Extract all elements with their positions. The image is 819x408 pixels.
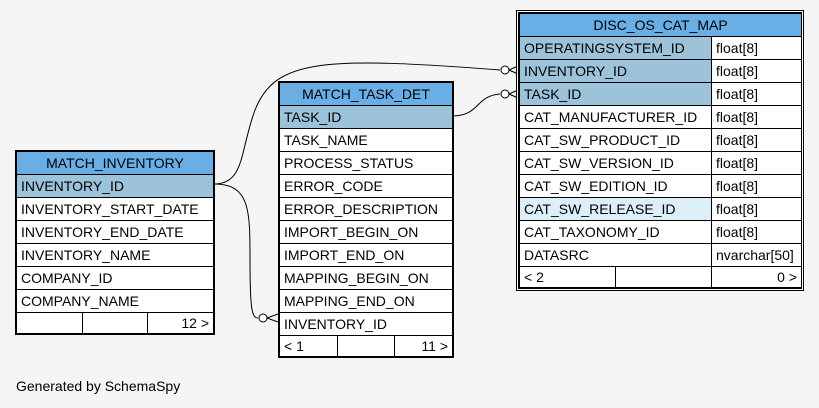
- column-name[interactable]: OPERATINGSYSTEM_ID: [519, 36, 712, 60]
- column-name[interactable]: CAT_SW_EDITION_ID: [519, 174, 712, 198]
- column-type: float[8]: [711, 128, 802, 152]
- table-title[interactable]: DISC_OS_CAT_MAP: [519, 13, 802, 37]
- footer-middle: [81, 312, 149, 334]
- relation-end-circle: [258, 313, 268, 323]
- column-type: float[8]: [711, 151, 802, 175]
- column-row[interactable]: MAPPING_BEGIN_ON: [279, 266, 453, 290]
- column-row[interactable]: COMPANY_ID: [16, 266, 214, 290]
- column-type: float[8]: [711, 105, 802, 129]
- footer-parents[interactable]: < 2: [519, 266, 616, 288]
- column-name[interactable]: CAT_TAXONOMY_ID: [519, 220, 712, 244]
- footer-middle: [336, 335, 396, 357]
- footer-children[interactable]: 0 >: [711, 266, 802, 288]
- column-row[interactable]: IMPORT_BEGIN_ON: [279, 220, 453, 244]
- column-row[interactable]: PROCESS_STATUS: [279, 151, 453, 175]
- column-row[interactable]: ERROR_DESCRIPTION: [279, 197, 453, 221]
- relation-inventory-to-disc: [213, 62, 501, 185]
- column-name[interactable]: CAT_MANUFACTURER_ID: [519, 105, 712, 129]
- table-title[interactable]: MATCH_TASK_DET: [279, 82, 453, 106]
- footer-children[interactable]: 11 >: [394, 335, 453, 357]
- footer-parents[interactable]: < 1: [279, 335, 338, 357]
- column-type: float[8]: [711, 36, 802, 60]
- table-title[interactable]: MATCH_INVENTORY: [16, 151, 214, 175]
- column-type: float[8]: [711, 220, 802, 244]
- column-row[interactable]: ERROR_CODE: [279, 174, 453, 198]
- column-name[interactable]: TASK_ID: [519, 82, 712, 106]
- relation-end-circle: [500, 65, 510, 75]
- table-match-task-det[interactable]: MATCH_TASK_DET TASK_ID TASK_NAME PROCESS…: [278, 81, 454, 358]
- column-name[interactable]: CAT_SW_VERSION_ID: [519, 151, 712, 175]
- relation-task-to-disc: [451, 93, 501, 117]
- column-type: float[8]: [711, 59, 802, 83]
- column-type: float[8]: [711, 197, 802, 221]
- column-name[interactable]: CAT_SW_RELEASE_ID: [519, 197, 712, 221]
- column-row[interactable]: INVENTORY_ID: [16, 174, 214, 198]
- column-row[interactable]: MAPPING_END_ON: [279, 289, 453, 313]
- footer-children[interactable]: 12 >: [147, 312, 214, 334]
- column-name[interactable]: INVENTORY_ID: [519, 59, 712, 83]
- column-type: float[8]: [711, 174, 802, 198]
- column-row[interactable]: INVENTORY_ID: [279, 312, 453, 336]
- column-row[interactable]: INVENTORY_NAME: [16, 243, 214, 267]
- column-row[interactable]: COMPANY_NAME: [16, 289, 214, 313]
- column-name[interactable]: CAT_SW_PRODUCT_ID: [519, 128, 712, 152]
- generated-by-label: Generated by SchemaSpy: [16, 378, 181, 394]
- footer-parents[interactable]: [16, 312, 83, 334]
- relation-inventory-to-task: [213, 183, 259, 319]
- relation-end-circle: [500, 89, 510, 99]
- column-row[interactable]: TASK_NAME: [279, 128, 453, 152]
- column-row[interactable]: TASK_ID: [279, 105, 453, 129]
- table-match-inventory[interactable]: MATCH_INVENTORY INVENTORY_ID INVENTORY_S…: [15, 150, 215, 335]
- column-type: float[8]: [711, 82, 802, 106]
- column-name[interactable]: DATASRC: [519, 243, 712, 267]
- column-row[interactable]: IMPORT_END_ON: [279, 243, 453, 267]
- footer-middle: [615, 266, 712, 288]
- column-row[interactable]: INVENTORY_START_DATE: [16, 197, 214, 221]
- column-row[interactable]: INVENTORY_END_DATE: [16, 220, 214, 244]
- column-type: nvarchar[50]: [711, 243, 802, 267]
